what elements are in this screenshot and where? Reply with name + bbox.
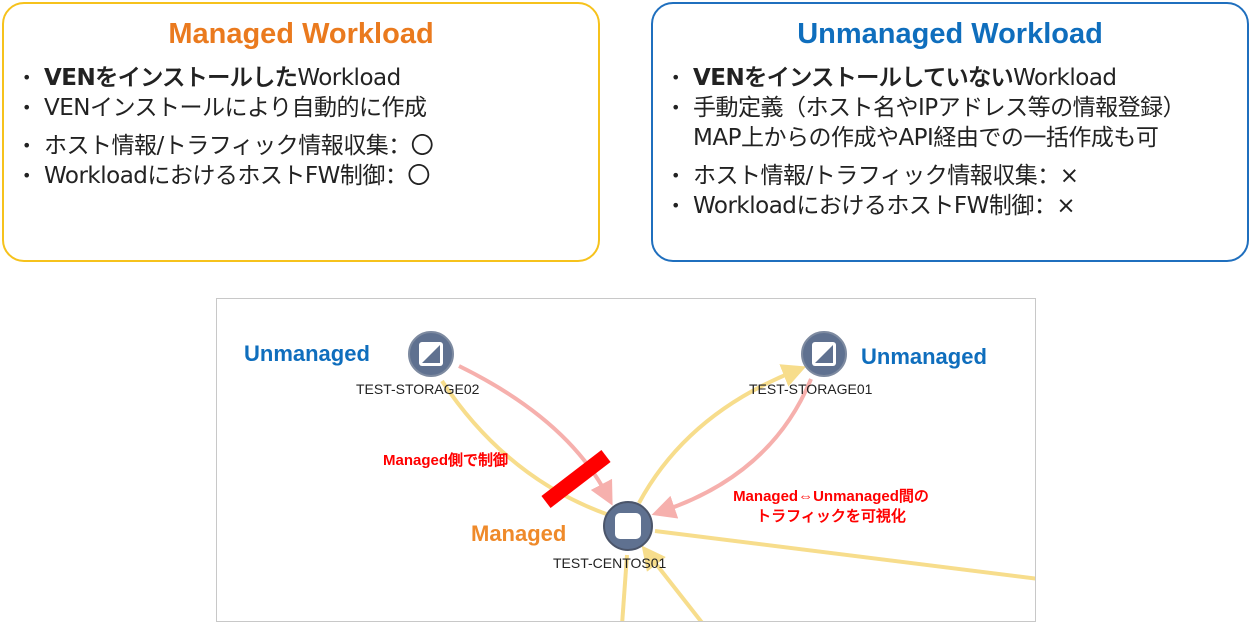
- blocked-traffic-edge: [651, 378, 813, 519]
- list-item: VENインストールにより自動的に作成: [22, 93, 598, 123]
- unmanaged-workload-icon: [801, 331, 847, 377]
- text: ホスト情報/トラフィック情報収集：〇: [44, 133, 434, 159]
- node-hostname[interactable]: TEST-CENTOS01: [553, 555, 667, 571]
- illumination-map-panel: Unmanaged TEST-STORAGE02 Unmanaged TEST-…: [216, 298, 1036, 622]
- list-item: VENをインストールしていないWorkload: [671, 63, 1247, 93]
- text: WorkloadにおけるホストFW制御：〇: [44, 163, 430, 189]
- blocked-traffic-edge: [458, 364, 613, 506]
- text: WorkloadにおけるホストFW制御：×: [693, 193, 1076, 219]
- unmanaged-workload-card: Unmanaged Workload VENをインストールしていないWorklo…: [651, 2, 1249, 262]
- list-item-continuation: MAP上からの作成やAPI経由での一括作成も可: [671, 123, 1247, 153]
- text: 手動定義（ホスト名やIPアドレス等の情報登録）: [693, 95, 1186, 121]
- text: ホスト情報/トラフィック情報収集：×: [693, 163, 1079, 189]
- annotation-line: トラフィックを可視化: [756, 508, 906, 525]
- unmanaged-workload-icon: [408, 331, 454, 377]
- managed-workload-icon: [603, 501, 653, 551]
- traffic-edge: [641, 545, 704, 621]
- list-item: 手動定義（ホスト名やIPアドレス等の情報登録）: [671, 93, 1247, 123]
- block-bar: [541, 450, 611, 508]
- node-role-label: Unmanaged: [244, 341, 370, 366]
- control-annotation: Managed側で制御: [383, 452, 509, 469]
- node-hostname[interactable]: TEST-STORAGE01: [749, 381, 873, 397]
- list-item: ホスト情報/トラフィック情報収集：×: [671, 161, 1247, 191]
- visualize-annotation: Managed⇔Unmanaged間の トラフィックを可視化: [731, 487, 931, 527]
- list-item: ホスト情報/トラフィック情報収集：〇: [22, 131, 598, 161]
- card-title: Unmanaged Workload: [797, 18, 1103, 50]
- managed-workload-card: Managed Workload VENをインストールしたWorkload VE…: [2, 2, 600, 262]
- text: VENインストールにより自動的に作成: [44, 95, 427, 121]
- text: Workload: [297, 65, 401, 91]
- traffic-map: [408, 331, 1035, 621]
- annotation-line: Managed⇔Unmanaged間の: [733, 488, 929, 505]
- node-role-label: Managed: [471, 521, 567, 546]
- text: MAP上からの作成やAPI経由での一括作成も可: [693, 125, 1159, 151]
- node-role-label: Unmanaged: [861, 344, 987, 369]
- traffic-edge: [440, 379, 610, 517]
- card-title: Managed Workload: [168, 18, 434, 50]
- list-item: VENをインストールしたWorkload: [22, 63, 598, 93]
- bold-text: VENをインストールした: [44, 65, 298, 91]
- list-item: WorkloadにおけるホストFW制御：〇: [22, 161, 598, 191]
- text: Workload: [1013, 65, 1117, 91]
- traffic-edge: [620, 554, 629, 621]
- list-item: WorkloadにおけるホストFW制御：×: [671, 191, 1247, 221]
- node-hostname[interactable]: TEST-STORAGE02: [356, 381, 480, 397]
- bold-text: VENをインストールしていない: [693, 65, 1014, 91]
- traffic-edge: [637, 364, 807, 504]
- traffic-edge: [654, 529, 1035, 581]
